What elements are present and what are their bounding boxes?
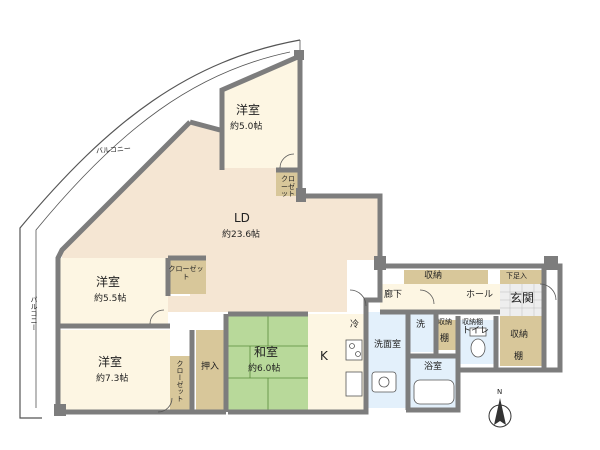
room-name-western-mid: 洋室	[96, 275, 121, 289]
shoe-storage	[500, 270, 544, 284]
bathroom-label: 浴室	[424, 362, 443, 372]
western-room-bottom-floor	[58, 330, 170, 412]
oshiire-label: 押入	[201, 362, 220, 372]
storage-right-label: 収納	[510, 330, 529, 340]
room-size-western-top: 約5.0帖	[230, 122, 263, 132]
door-swings	[149, 153, 557, 413]
oshiire	[196, 330, 226, 410]
storage-small	[436, 320, 458, 350]
room-size-ld: 約23.6帖	[222, 230, 261, 240]
closet-label-bottom: クローゼット	[176, 360, 185, 402]
fixtures	[345, 327, 487, 405]
hall-label: ホール	[466, 290, 494, 300]
shelf-label-2: 棚	[514, 352, 524, 362]
storage-small2-label: 収納棚	[462, 318, 483, 326]
washer-label: 洗	[416, 320, 426, 330]
western-room-mid-floor	[58, 258, 168, 324]
storage-small-label: 収納	[438, 318, 452, 326]
washer-area	[408, 312, 436, 352]
storage-top	[404, 270, 488, 284]
floors	[58, 56, 544, 412]
ld-floor	[62, 122, 380, 312]
toilet-label: トイレ	[462, 326, 490, 336]
shelf-label-1: 棚	[440, 334, 450, 344]
compass-label: N	[497, 388, 503, 396]
hall-floor	[380, 284, 500, 312]
room-name-western-bottom: 洋室	[98, 355, 123, 369]
closet-top	[276, 170, 298, 196]
room-size-western-bottom: 約7.3帖	[96, 374, 129, 384]
room-size-western-mid: 約5.5帖	[94, 294, 127, 304]
compass-icon	[488, 398, 512, 428]
room-size-japanese: 約6.0帖	[248, 364, 281, 374]
entrance-label: 玄関	[510, 291, 535, 305]
balcony-label-left: バルコニー	[30, 296, 39, 331]
shoe-storage-label: 下足入	[506, 272, 527, 280]
pillars	[54, 50, 558, 416]
room-name-kitchen: K	[320, 349, 328, 363]
hallway-label: 廊下	[384, 290, 403, 300]
closet-bottom	[170, 356, 192, 410]
closet-label-mid: クローゼット	[168, 265, 204, 281]
washroom-label: 洗面室	[374, 340, 402, 350]
storage-label-top: 収納	[424, 271, 443, 281]
room-name-ld: LD	[234, 211, 250, 225]
closet-label-top: クローゼット	[281, 175, 295, 199]
fridge-label: 冷	[350, 320, 360, 330]
room-name-japanese: 和室	[254, 345, 279, 359]
room-name-western-top: 洋室	[236, 103, 261, 117]
closet-mid	[166, 258, 206, 294]
washroom-floor	[368, 312, 408, 408]
storage-right	[500, 316, 544, 366]
